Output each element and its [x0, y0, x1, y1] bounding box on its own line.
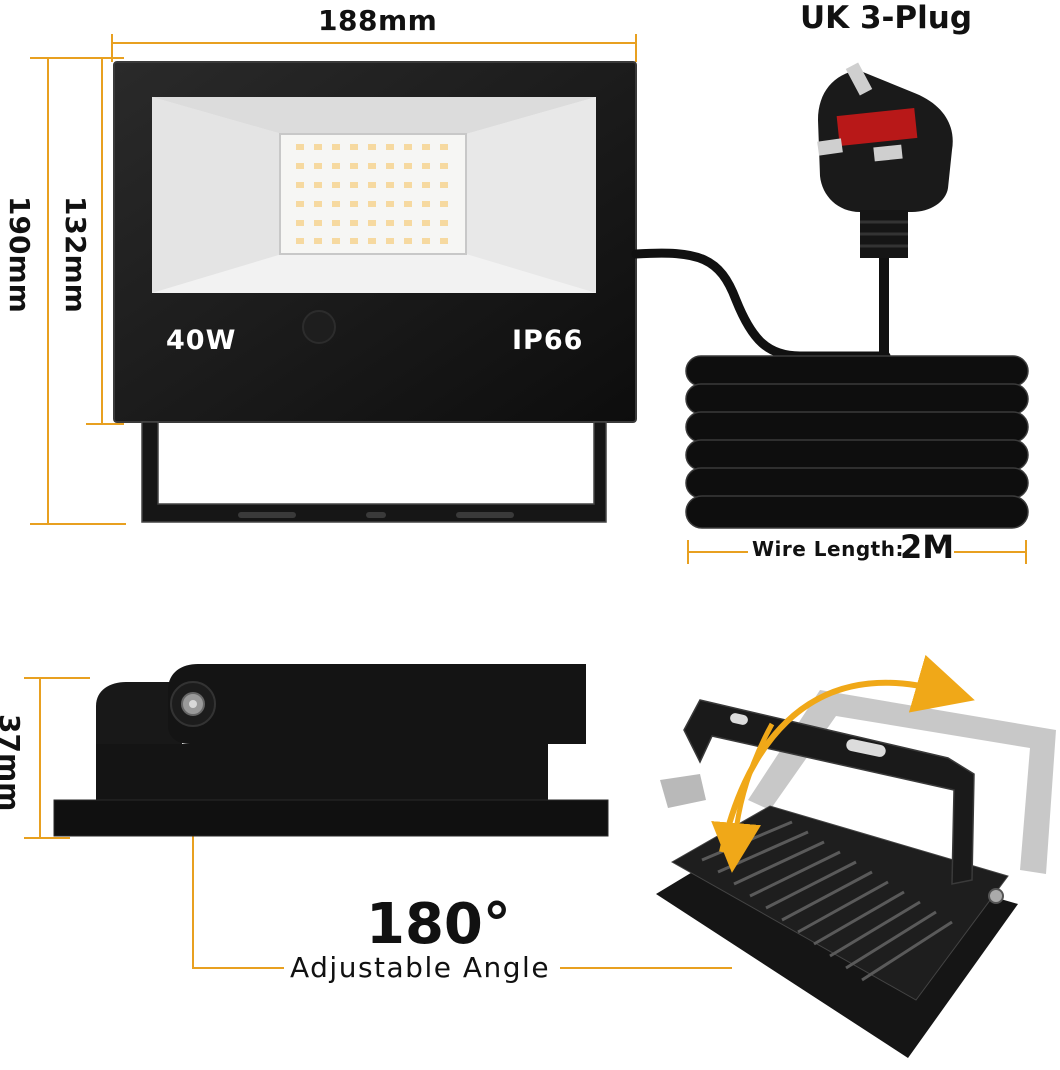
power-label: 40W	[166, 325, 237, 356]
total-height-dimension-label: 190mm	[3, 196, 36, 313]
angle-value: 180°	[366, 892, 511, 957]
adjustable-angle-label: Adjustable Angle	[290, 951, 551, 984]
depth-dimension-label: 37mm	[0, 714, 26, 812]
ip-rating-label: IP66	[512, 325, 584, 356]
dimension-lines	[24, 34, 1027, 969]
wire-length-label: Wire Length:	[752, 537, 904, 561]
flood-light-angle-view	[656, 654, 1056, 1058]
led-array	[296, 144, 448, 244]
uk-plug	[817, 62, 953, 258]
cable	[631, 248, 891, 361]
body-height-dimension-label: 132mm	[59, 196, 92, 313]
flood-light-side	[53, 664, 609, 837]
wire-length-value: 2M	[900, 528, 955, 566]
flood-light-front	[113, 61, 637, 523]
plug-type-label: UK 3-Plug	[800, 0, 973, 36]
coiled-cable-icon	[685, 355, 1029, 529]
width-dimension-label: 188mm	[318, 4, 438, 37]
